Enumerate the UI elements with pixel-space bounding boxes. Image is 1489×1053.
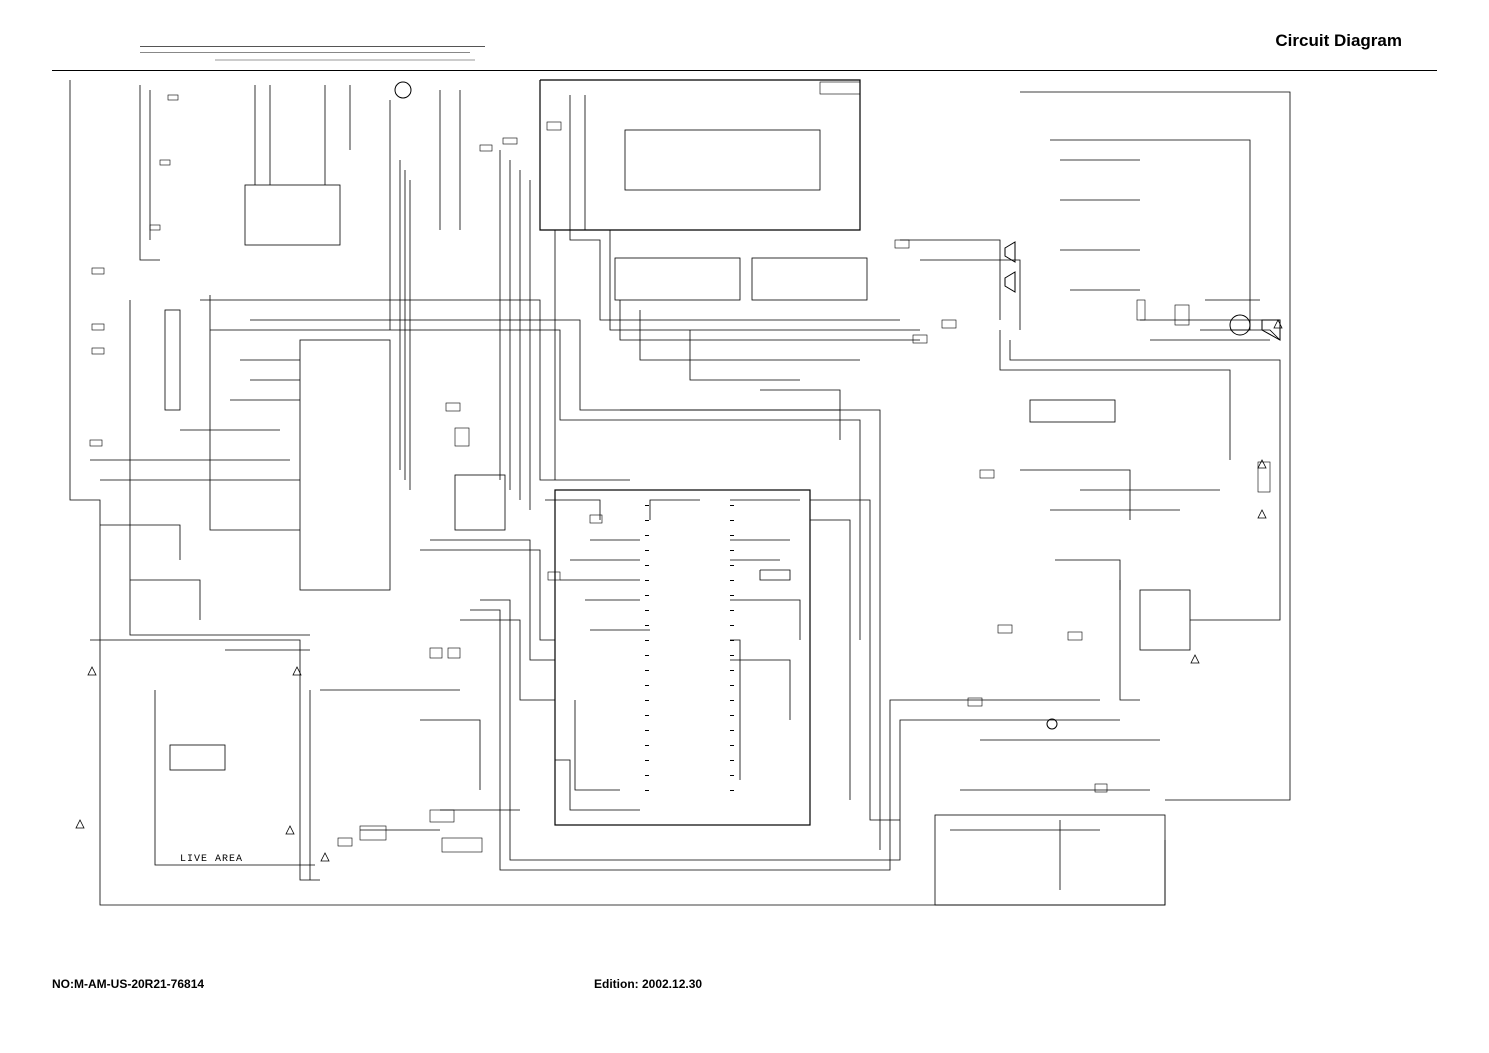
flyback-box [1139,589,1191,651]
crt-board-box [934,814,1166,906]
vertical-ic-box [1029,399,1116,423]
header-thin-rule [140,46,485,47]
power-ic-box [169,744,226,771]
aux-ic-box [454,474,506,531]
header-thin-rule-secondary [140,52,470,53]
document-number: NO:M-AM-US-20R21-76814 [52,977,205,991]
micro-ic-box [299,339,391,591]
live-area-label: LIVE AREA [180,854,244,865]
edition-date: Edition: 2002.12.30 [594,977,703,991]
connector-block [164,309,181,411]
schematic-components [75,81,1283,862]
main-ic-box [554,489,811,826]
schematic-wiring [69,59,1291,906]
eeprom-ic-box [244,184,341,246]
audio-ic-box-2 [751,257,868,301]
tuner-ic-box [624,129,821,191]
page-title: Circuit Diagram [1275,31,1402,50]
audio-ic-box [614,257,741,301]
header-rule [52,70,1437,71]
